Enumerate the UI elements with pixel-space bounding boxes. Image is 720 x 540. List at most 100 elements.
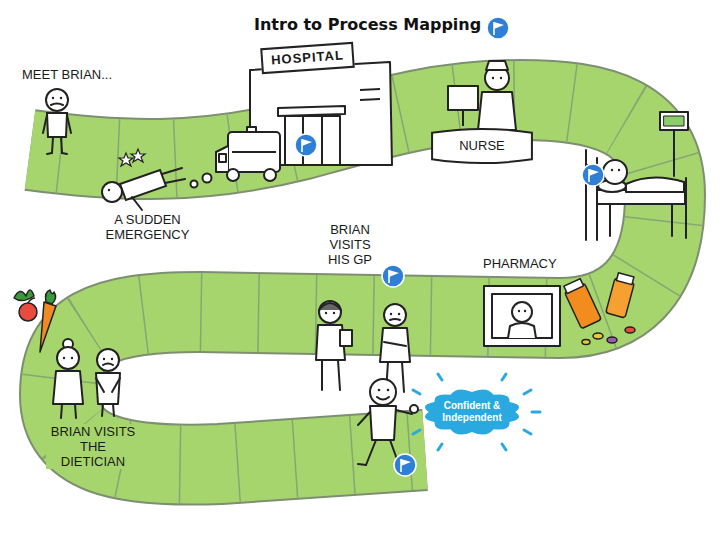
vegetables — [40, 302, 56, 352]
dietician-figures — [53, 339, 120, 418]
pill-bottles — [582, 340, 590, 345]
intro-label: MEET BRIAN... — [22, 67, 112, 82]
gp-figures — [384, 342, 406, 346]
gp-figures — [316, 301, 410, 392]
nurse-desk: NURSE — [430, 127, 534, 165]
pharmacy-window — [508, 323, 536, 338]
fallen-brian — [165, 179, 185, 183]
step-label: BRIAN VISITS HIS GP — [320, 222, 380, 267]
hospital-building — [285, 116, 340, 165]
vegetables — [19, 303, 37, 321]
dietician-figures — [75, 404, 76, 418]
gp-figures — [321, 360, 323, 390]
brian-figure — [52, 97, 54, 99]
confident-brian — [378, 389, 381, 392]
gp-figures — [390, 319, 400, 320]
gp-figures — [319, 303, 341, 310]
vegetables — [14, 290, 56, 352]
node-text: HOSPITAL — [271, 47, 345, 68]
cloud-spikes — [413, 374, 540, 450]
outcome-cloud: Confident & Independent — [418, 383, 526, 441]
dietician-figures — [63, 357, 65, 359]
cloud-spikes — [438, 444, 442, 450]
hospital-building — [321, 116, 323, 165]
dietician-figures — [96, 378, 104, 392]
diagram-title: Intro to Process Mapping — [254, 15, 481, 35]
pill-bottles — [564, 273, 635, 345]
confident-brian — [358, 412, 370, 425]
pill-bottles — [607, 337, 617, 343]
fallen-brian — [102, 149, 185, 210]
gp-figures — [384, 304, 406, 326]
gp-figures — [319, 301, 341, 323]
dietician-figures — [57, 347, 79, 369]
vegetables — [46, 290, 56, 304]
dietician-figures — [71, 357, 73, 359]
hospital-bed — [618, 169, 620, 171]
hospital-bed — [660, 112, 688, 130]
fallen-brian — [132, 197, 142, 210]
ambulance — [227, 169, 239, 181]
dietician-figures — [102, 404, 103, 416]
brian-figure — [43, 115, 47, 133]
hospital-bed — [585, 150, 587, 240]
cloud-spikes — [524, 390, 531, 394]
dietician-figures — [97, 349, 119, 371]
brian-figure — [62, 153, 67, 154]
step-label: A SUDDEN EMERGENCY — [100, 212, 195, 242]
confident-brian — [387, 389, 390, 392]
ambulance — [216, 146, 228, 172]
fallen-brian — [108, 189, 110, 191]
confident-brian — [370, 379, 396, 405]
pharmacy-window — [492, 294, 552, 338]
nurse-figure — [500, 77, 502, 79]
pill-bottles — [616, 273, 634, 285]
step-label: BRIAN VISITS THE DIETICIAN — [46, 424, 140, 469]
hospital-building — [360, 99, 380, 100]
confident-brian — [370, 406, 396, 440]
hospital-bed — [611, 169, 613, 171]
dietician-figures — [111, 358, 113, 360]
dietician-figures — [61, 404, 62, 418]
ambulance — [219, 154, 226, 162]
ambulance — [247, 127, 256, 132]
confident-brian — [377, 397, 389, 400]
nurse-figure — [448, 61, 516, 130]
dietician-figures — [112, 378, 120, 392]
pharmacy-window — [484, 286, 560, 346]
flag-markers — [295, 134, 317, 156]
fallen-brian — [131, 149, 145, 162]
dietician-figures — [103, 364, 113, 366]
cloud-spikes — [524, 430, 531, 434]
flag-markers — [582, 164, 604, 186]
gp-figures — [325, 312, 327, 314]
node-text: NURSE — [459, 138, 505, 154]
fallen-brian — [102, 182, 122, 202]
cloud-spikes — [502, 374, 506, 380]
cloud-spikes — [502, 444, 506, 450]
dietician-figures — [96, 373, 120, 404]
brian-figure — [61, 137, 62, 153]
brian-figure — [52, 137, 53, 153]
pill-bottles — [593, 333, 603, 339]
brian-figure — [43, 89, 71, 154]
hospital-bed — [664, 116, 684, 126]
brian-figure — [51, 104, 63, 106]
gp-figures — [338, 360, 340, 390]
step-label: PHARMACY — [483, 256, 557, 271]
ambulance — [191, 127, 281, 188]
ambulance — [191, 181, 198, 188]
dietician-figures — [103, 358, 105, 360]
hospital-building — [360, 89, 380, 90]
gp-figures — [398, 313, 400, 315]
brian-figure — [47, 113, 67, 137]
fallen-brian — [162, 168, 182, 174]
nurse-figure — [478, 92, 516, 130]
node-text: Confident & Independent — [436, 400, 508, 424]
brian-figure — [47, 153, 52, 154]
flag-markers — [295, 17, 604, 476]
pill-bottles — [625, 327, 635, 333]
hospital-bed — [671, 204, 673, 236]
fallen-brian — [119, 153, 133, 166]
